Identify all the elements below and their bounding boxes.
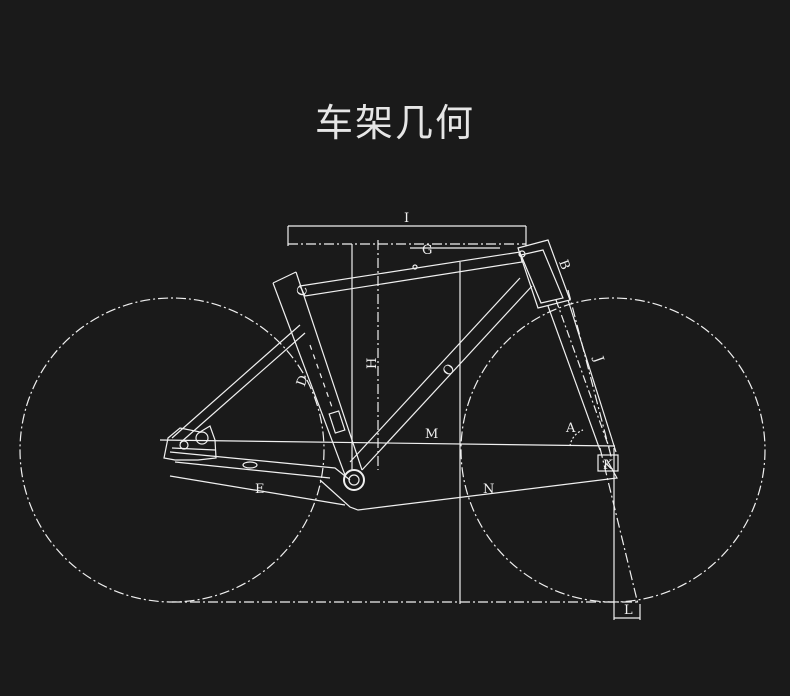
label-d: D [294, 374, 312, 389]
rear-dropout [163, 425, 217, 461]
label-e: E [255, 482, 265, 497]
head-tube [517, 239, 571, 309]
down-tube [349, 277, 533, 471]
dimension-l [613, 604, 641, 620]
bottom-bracket [169, 459, 618, 511]
fork [547, 299, 617, 453]
trail-line [599, 447, 639, 605]
dimension-g [288, 243, 526, 470]
top-tube [299, 251, 523, 297]
label-h: H [365, 358, 380, 369]
label-n: N [483, 482, 494, 497]
page-title: 车架几何 [314, 101, 475, 145]
label-a: A [565, 421, 576, 436]
label-j: J [590, 353, 607, 365]
label-o: O [440, 361, 458, 379]
label-l: L [624, 603, 633, 618]
label-i: I [404, 211, 409, 226]
label-c: C [294, 284, 312, 299]
label-b: B [555, 258, 572, 272]
seat-tube [272, 271, 363, 476]
label-k: K [603, 458, 613, 473]
chainstay [169, 451, 351, 481]
dimension-j-line [567, 289, 613, 461]
label-m: M [425, 427, 438, 442]
seat-stay [171, 324, 306, 444]
dimension-i [287, 225, 527, 246]
label-g: G [422, 243, 432, 258]
dimension-h [377, 240, 461, 604]
head-angle-arc [569, 429, 584, 447]
dimension-k-box [597, 454, 619, 472]
front-wheel [460, 297, 766, 603]
